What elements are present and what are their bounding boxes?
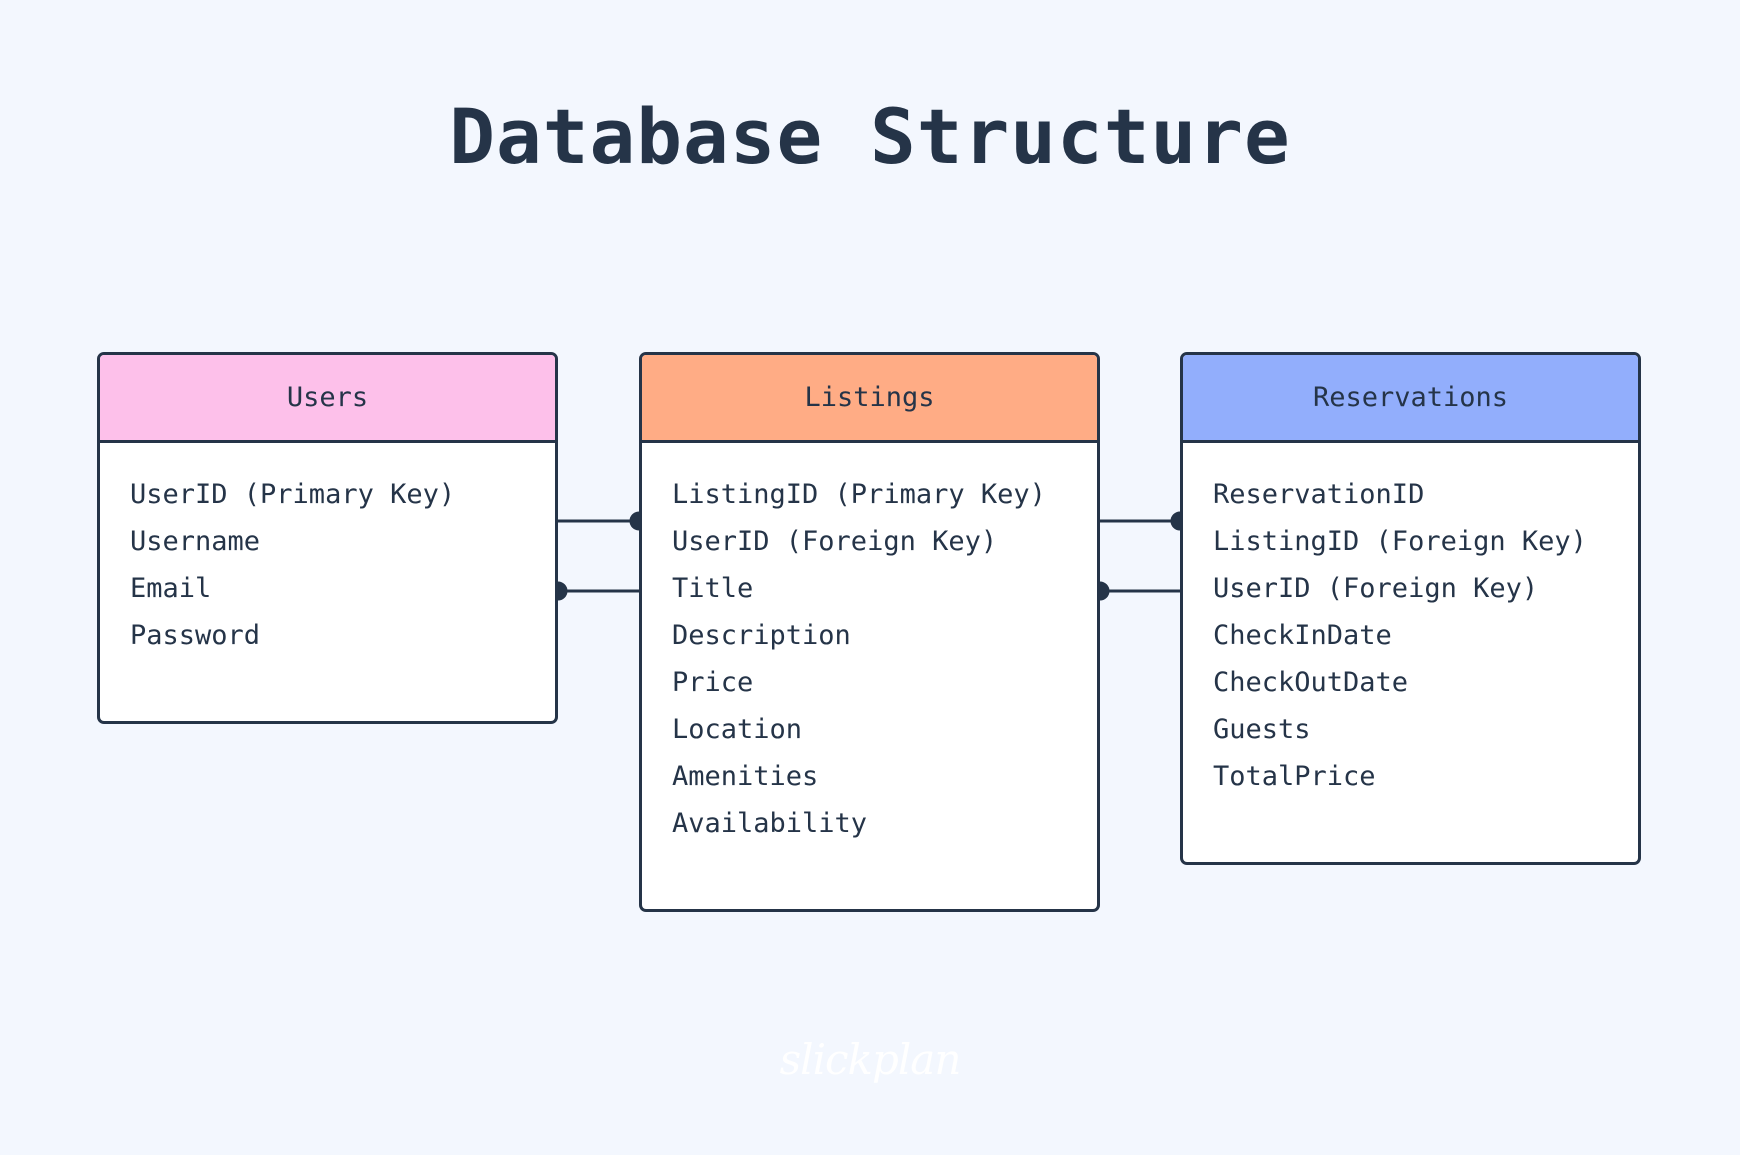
field-listingid-fk: ListingID (Foreign Key) [1213, 526, 1587, 557]
field-location: Location [672, 714, 803, 745]
field-amenities: Amenities [672, 761, 819, 792]
field-checkoutdate: CheckOutDate [1213, 667, 1409, 698]
field-username: Username [130, 526, 261, 557]
table-listings[interactable]: Listings ListingID (Primary Key) UserID … [639, 352, 1100, 912]
table-users[interactable]: Users UserID (Primary Key) Username Emai… [97, 352, 558, 724]
field-list-users: UserID (Primary Key) Username Email Pass… [100, 443, 555, 659]
table-header-reservations: Reservations [1183, 355, 1638, 443]
field-totalprice: TotalPrice [1213, 761, 1376, 792]
field-list-reservations: ReservationID ListingID (Foreign Key) Us… [1183, 443, 1638, 800]
table-header-listings: Listings [642, 355, 1097, 443]
field-userid-fk: UserID (Foreign Key) [672, 526, 998, 557]
field-userid-fk: UserID (Foreign Key) [1213, 573, 1539, 604]
field-price: Price [672, 667, 754, 698]
field-availability: Availability [672, 808, 868, 839]
field-checkindate: CheckInDate [1213, 620, 1392, 651]
field-list-listings: ListingID (Primary Key) UserID (Foreign … [642, 443, 1097, 847]
field-description: Description [672, 620, 851, 651]
field-email: Email [130, 573, 212, 604]
page-title: Database Structure [449, 92, 1291, 181]
table-reservations[interactable]: Reservations ReservationID ListingID (Fo… [1180, 352, 1641, 865]
table-header-users: Users [100, 355, 555, 443]
field-guests: Guests [1213, 714, 1311, 745]
field-reservationid: ReservationID [1213, 479, 1425, 510]
field-listingid: ListingID (Primary Key) [672, 479, 1046, 510]
field-title: Title [672, 573, 754, 604]
slickplan-logo: slickplan [779, 1035, 962, 1084]
field-userid: UserID (Primary Key) [130, 479, 456, 510]
field-password: Password [130, 620, 261, 651]
